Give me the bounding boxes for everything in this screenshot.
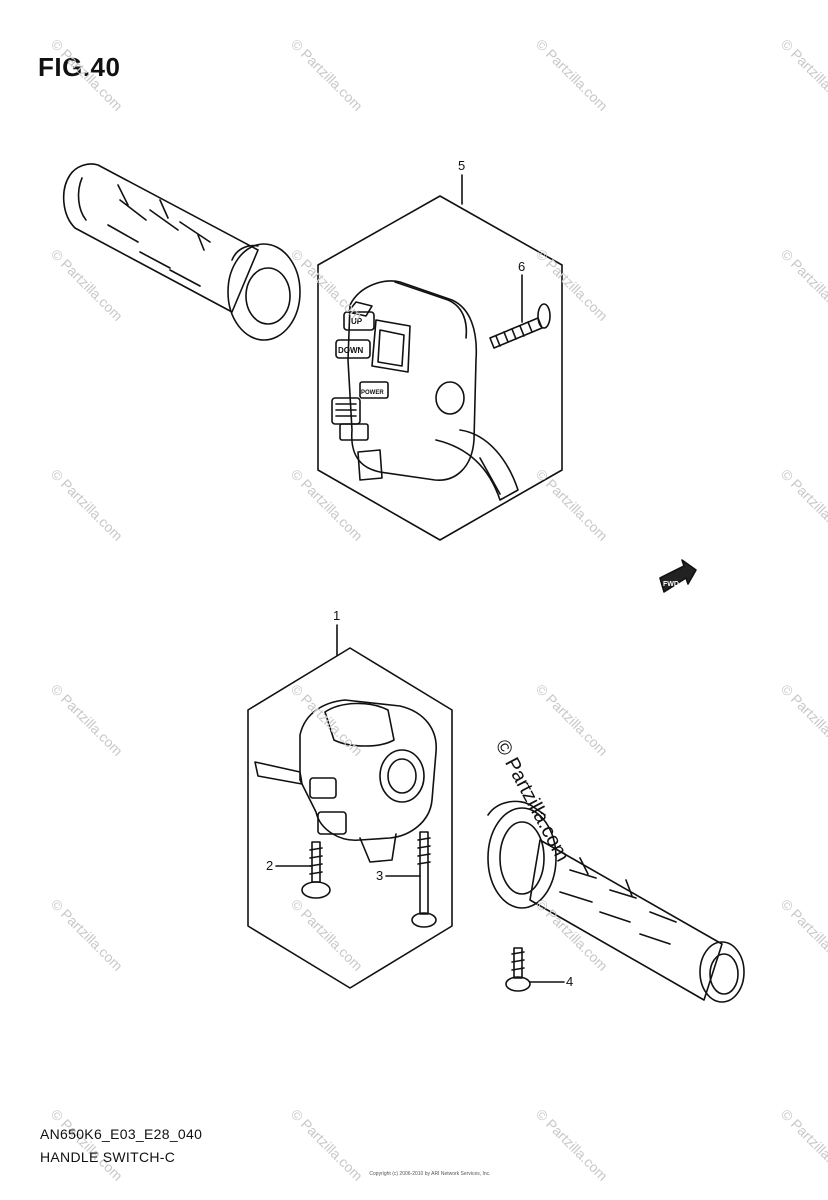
watermark-tile: © Partzilla.com — [778, 1106, 828, 1184]
callout-4: 4 — [566, 974, 573, 989]
callout-1: 1 — [333, 608, 340, 623]
right-handle-switch — [331, 280, 519, 501]
callout-5: 5 — [458, 158, 465, 173]
watermark-tile: © Partzilla.com — [778, 246, 828, 324]
watermark-tile: © Partzilla.com — [533, 246, 611, 324]
screw-6 — [489, 274, 551, 349]
watermark-tile: © Partzilla.com — [48, 36, 126, 114]
watermark-tile: © Partzilla.com — [778, 36, 828, 114]
left-handle-switch — [254, 699, 437, 863]
copyright-notice: Copyright (c) 2006-2010 by ARI Network S… — [369, 1171, 491, 1177]
right-grip — [487, 800, 745, 1003]
watermark-tile: © Partzilla.com — [533, 896, 611, 974]
callout-3: 3 — [376, 868, 383, 883]
watermark-tile: © Partzilla.com — [533, 681, 611, 759]
callout-6: 6 — [518, 259, 525, 274]
watermark-tile: © Partzilla.com — [48, 1106, 126, 1184]
figure-caption: HANDLE SWITCH-C — [40, 1149, 176, 1165]
watermark-layer: © Partzilla.com © Partzilla.com © Partzill… — [48, 36, 828, 1184]
screw-2 — [275, 841, 331, 899]
callout-2: 2 — [266, 858, 273, 873]
switch-label-down: DOWN — [338, 346, 364, 355]
watermark-tile: © Partzilla.com — [778, 896, 828, 974]
watermark-tile: © Partzilla.com — [533, 466, 611, 544]
figure-code: AN650K6_E03_E28_040 — [40, 1126, 203, 1142]
switch-assembly-5-outline — [317, 195, 563, 541]
watermark-tile: © Partzilla.com — [288, 466, 366, 544]
screw-3 — [385, 831, 437, 928]
watermark-tile: © Partzilla.com — [533, 36, 611, 114]
watermark-tile: © Partzilla.com — [288, 36, 366, 114]
watermark-tile: © Partzilla.com — [48, 681, 126, 759]
forward-arrow-icon — [659, 559, 697, 593]
screw-4 — [505, 947, 565, 992]
forward-arrow-label: FWD — [663, 581, 679, 588]
watermark-tile: © Partzilla.com — [288, 896, 366, 974]
left-grip — [62, 163, 301, 341]
watermark-tile: © Partzilla.com — [533, 1106, 611, 1184]
watermark-tile: © Partzilla.com — [48, 466, 126, 544]
switch-label-up: UP — [351, 317, 363, 326]
figure-title: FIG.40 — [38, 52, 121, 82]
switch-label-power: POWER — [361, 390, 384, 396]
switch-assembly-1-outline — [247, 647, 453, 989]
watermark-tile: © Partzilla.com — [778, 466, 828, 544]
watermark-tile: © Partzilla.com — [48, 896, 126, 974]
watermark-tile: © Partzilla.com — [48, 246, 126, 324]
watermark-tile: © Partzilla.com — [778, 681, 828, 759]
